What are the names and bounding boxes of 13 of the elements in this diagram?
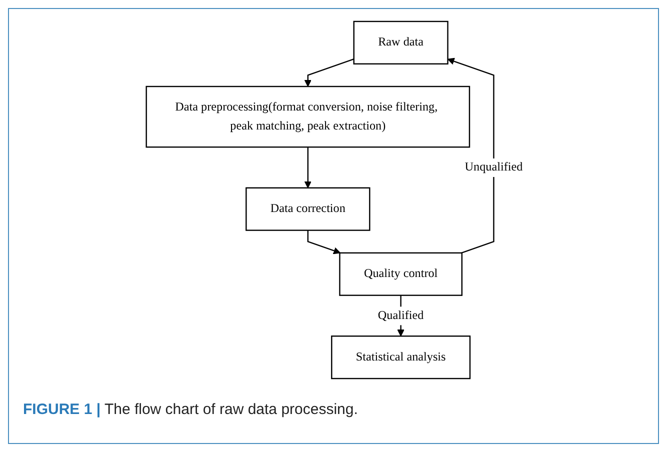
figure-frame: Qualified Unqualified Raw data Data preprocessing(format conversion, noise filtering, peak matching, peak extraction) Data correction Quality control Statistical analysis FIGURE 1 | The flow chart of raw data processing. — [8, 8, 659, 444]
arrow — [304, 147, 312, 188]
edge-label: Unqualified — [464, 160, 523, 174]
node-box — [339, 252, 462, 296]
arrow — [447, 58, 494, 254]
node-box — [353, 20, 448, 64]
node-box — [331, 336, 471, 380]
node-box — [146, 86, 470, 148]
node-box — [246, 187, 370, 231]
edge-label: Qualified — [378, 309, 424, 322]
arrow — [304, 58, 354, 87]
arrow — [307, 230, 341, 254]
figure-caption: FIGURE 1 | The flow chart of raw data processing. — [23, 401, 359, 418]
